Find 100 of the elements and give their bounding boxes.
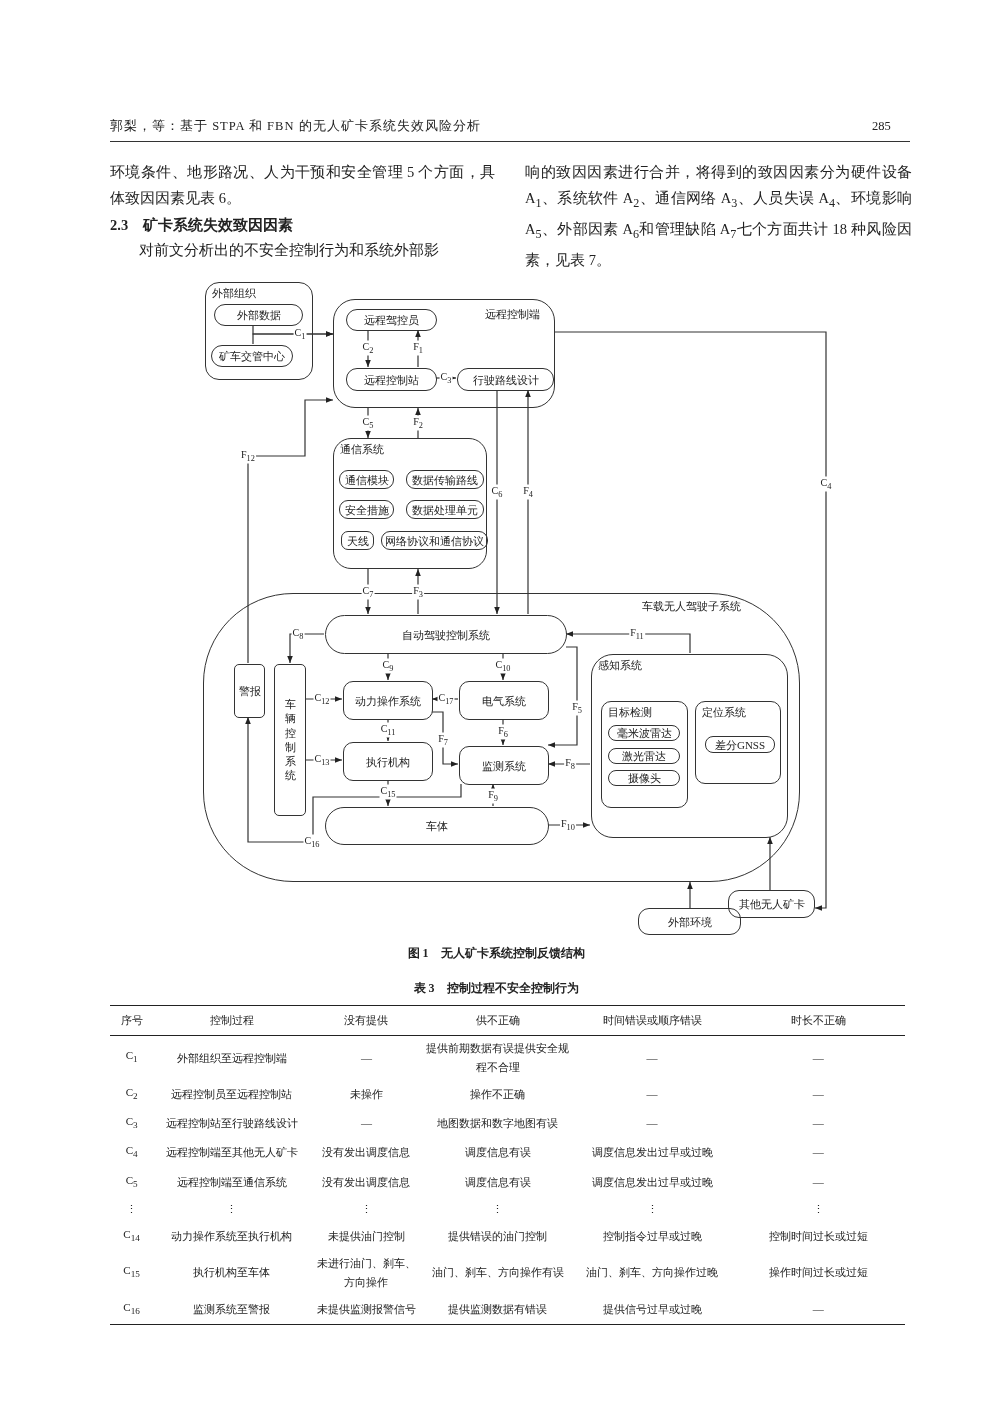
table-cell-text: 油门、刹车、方向操作有误: [430, 1265, 565, 1281]
arrow: [767, 836, 773, 891]
table-cell-text: 调度信息有误: [463, 1174, 532, 1190]
box-label: 毫米波雷达: [616, 726, 672, 740]
arrow: [415, 407, 421, 439]
table-cell-text: —: [645, 1087, 659, 1103]
rounded-box: [343, 681, 433, 720]
rounded-box: [341, 531, 374, 550]
box-label: 摄像头: [627, 771, 661, 785]
box-label: 监测系统: [482, 759, 526, 772]
table-title: 表 3 控制过程不安全控制行为: [412, 980, 580, 997]
box-label: 通信模块: [344, 473, 389, 486]
table-cell-text: C$_{3}$: [124, 1114, 139, 1133]
edge-label: C$_{17}$: [437, 691, 455, 707]
paragraph: 对前文分析出的不安全控制行为和系统外部影: [138, 241, 440, 260]
edge-label: F$_{12}$: [240, 448, 256, 464]
rounded-box: [406, 500, 484, 519]
box-label: 矿车交管中心: [219, 349, 285, 363]
group-title: 车载无人驾驶子系统: [642, 600, 741, 613]
arrow: [365, 407, 371, 439]
table-cell: 时长不正确: [731, 1005, 905, 1036]
arrow: [385, 652, 391, 681]
table-cell-text: —: [811, 1174, 825, 1190]
group-title: 外部组织: [212, 287, 256, 300]
edge-label: F$_{1}$: [412, 340, 424, 356]
table-cell: 监测系统至警报: [153, 1294, 311, 1325]
table-cell: —: [572, 1035, 732, 1080]
table-cell: —: [731, 1035, 905, 1080]
table-cell: 序号: [110, 1005, 154, 1036]
table-cell-text: ⋮: [360, 1201, 373, 1217]
section-heading: 2.3 矿卡系统失效致因因素: [110, 216, 294, 235]
box-label: 自动驾驶控制系统: [402, 628, 490, 641]
table-cell-text: 提供错误的油门控制: [447, 1228, 549, 1244]
arrow: [245, 716, 462, 843]
table-cell-text: 调度信息有误: [463, 1145, 532, 1161]
table-cell: 提供前期数据有误提供安全规程不合理: [422, 1035, 573, 1080]
table-cell-text: ⋮: [491, 1201, 505, 1217]
arrow: [687, 881, 693, 909]
arrow: [415, 329, 421, 368]
edge-label: C$_{12}$: [313, 691, 331, 707]
arrow: [247, 397, 334, 664]
paragraph: 环境条件、地形路况、人为干预和安全管理 5 个方面，具体致因因素见表 6。: [110, 163, 495, 208]
rounded-box: [343, 742, 433, 781]
edge-label: C$_{3}$: [439, 370, 453, 386]
rounded-box: [381, 531, 488, 550]
edge-label: C$_{10}$: [494, 658, 512, 674]
group-title: 定位系统: [702, 706, 746, 719]
edge-label: F$_{8}$: [564, 756, 576, 772]
table-cell-text: 远程控制站至行驶路线设计: [164, 1116, 299, 1132]
box-label: 数据传输路线: [412, 473, 478, 486]
rounded-box: [459, 746, 549, 785]
table-cell-text: 动力操作系统至执行机构: [170, 1228, 294, 1244]
table-cell: 没有提供: [310, 1005, 423, 1036]
box-label: 警报: [238, 684, 261, 698]
group-title: 感知系统: [598, 659, 642, 672]
table-cell-text: 未提供油门控制: [327, 1228, 406, 1244]
table-cell-text: 未进行油门、刹车、方向操作: [316, 1255, 417, 1290]
box-label: 数据处理单元: [412, 503, 478, 516]
box-label: 行驶路线设计: [472, 373, 539, 386]
rounded-box: [346, 368, 437, 391]
table-cell-text: C$_{4}$: [124, 1143, 139, 1162]
edge-label: F$_{3}$: [412, 584, 424, 600]
edge-label: C$_{7}$: [361, 584, 375, 600]
table-cell: 外部组织至远程控制端: [153, 1035, 311, 1080]
edge-label: F$_{11}$: [629, 626, 645, 642]
table-cell-text: —: [360, 1116, 373, 1132]
paragraph: 响的致因因素进行合并，将得到的致因因素分为硬件设备 A$_{1}$、系统软件 A$_{2}$、通信网络 A$_{3}$、人员失误 A$_{4}$、环境影响 A$_{5}$、外部因素 A$_{6}$和管理缺陷 A$_{7}$七个方面共计 18 种风险因素，见表 7。: [525, 163, 912, 270]
table-cell-text: C$_{5}$: [124, 1172, 139, 1191]
box-label: 车体: [426, 819, 448, 833]
table-cell-text: 油门、刹车、方向操作过晚: [585, 1265, 720, 1281]
table-cell: 提供监测数据有错误: [422, 1294, 573, 1325]
table-cell-text: 调度信息发出过早或过晚: [590, 1174, 714, 1190]
table-cell-text: C$_{14}$: [122, 1226, 141, 1245]
edge-label: C$_{11}$: [379, 722, 397, 738]
table-cell: 提供信号过早或过晚: [572, 1294, 732, 1325]
table-cell-text: 操作不正确: [469, 1087, 527, 1103]
table-cell-text: ⋮: [225, 1201, 239, 1217]
edge-label: C$_{9}$: [381, 658, 395, 674]
edge-label: F$_{4}$: [522, 484, 534, 500]
arrow: [565, 631, 691, 654]
rounded-box: [705, 736, 775, 753]
edge-label: F$_{6}$: [497, 724, 509, 740]
table-cell-text: 控制指令过早或过晚: [601, 1228, 703, 1244]
edge-label: F$_{5}$: [571, 700, 583, 716]
table-cell: 时间错误或顺序错误: [572, 1005, 732, 1036]
table-cell-text: ⋮: [125, 1201, 139, 1217]
group-title: 目标检测: [608, 706, 652, 719]
arrow: [385, 779, 391, 807]
page-number: 285: [872, 118, 891, 135]
arrow: [500, 718, 506, 746]
box-label: 车辆控制系统: [283, 697, 297, 783]
box-label: 远程控制站: [364, 373, 419, 386]
arrow: [525, 389, 531, 615]
table-cell-text: —: [811, 1087, 825, 1103]
table-cell-text: 执行机构至车体: [192, 1265, 272, 1281]
edge-label: C$_{16}$: [303, 834, 321, 850]
arrow: [287, 633, 325, 664]
table-cell-text: —: [811, 1145, 825, 1161]
table-cell: —: [731, 1294, 905, 1325]
arrow: [431, 711, 459, 767]
